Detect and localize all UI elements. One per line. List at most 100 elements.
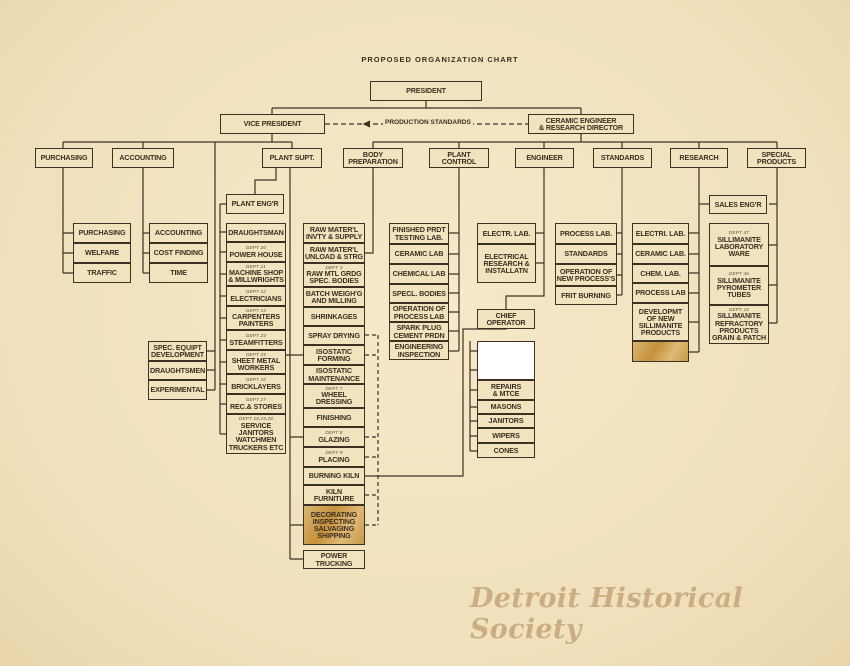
plant-engr-box: PLANT ENG'R: [226, 194, 284, 214]
dept-number: DEPT 9: [325, 450, 343, 456]
box-label: PLANT CONTROL: [441, 149, 477, 166]
box-label: SPRAY DRYING: [308, 330, 360, 340]
body-unit-box: POWER TRUCKING: [303, 550, 365, 569]
dept-number: DEPT 25: [245, 351, 267, 357]
box-label: SPARK PLUG CEMENT PRDN: [393, 323, 445, 340]
stained-box: [632, 341, 689, 362]
control-unit-box: SPARK PLUG CEMENT PRDN: [389, 322, 449, 341]
purchasing-unit-box: TRAFFIC: [73, 263, 131, 283]
operator-unit-box: REPAIRS & MTCE: [477, 380, 535, 400]
spec-unit-box: SPEC. EQUIPT DEVELOPMENT: [148, 341, 207, 361]
box-label: GLAZING: [318, 434, 350, 444]
plant-unit-box: DRAUGHTSMAN: [226, 223, 286, 242]
chart-title: PROPOSED ORGANIZATION CHART: [361, 55, 519, 64]
standards-unit-box: PROCESS LAB.: [555, 223, 617, 244]
dept-number: DEPT 3: [325, 264, 343, 270]
box-label: SPECIAL PRODUCTS: [756, 149, 797, 166]
purchasing-unit-box: PURCHASING: [73, 223, 131, 243]
body-unit-box: FINISHING: [303, 408, 365, 427]
box-label: WHEEL DRESSING: [315, 390, 353, 407]
dept-box-plant-supt: PLANT SUPT.: [262, 148, 322, 168]
spec-unit-box: EXPERIMENTAL: [148, 380, 207, 400]
box-label: SILLIMANITE REFRACTORY PRODUCTS GRAIN & …: [711, 311, 767, 342]
box-label: VICE PRESIDENT: [243, 119, 302, 129]
box-label: RAW MTL GRDG SPEC. BODIES: [306, 269, 362, 286]
box-label: CONES: [493, 445, 519, 455]
engineer-unit-box: ELECTRICAL RESEARCH & INSTALLATN: [477, 244, 536, 283]
box-label: ELECTRICIANS: [230, 293, 282, 303]
box-label: ENGINEER: [526, 153, 563, 163]
watermark: Detroit Historical Society: [470, 583, 743, 645]
ceramic-engineer-box: CERAMIC ENGINEER & RESEARCH DIRECTOR: [528, 114, 634, 134]
box-label: ACCOUNTING: [154, 228, 203, 238]
body-unit-box: KILN FURNITURE: [303, 485, 365, 505]
box-label: PURCHASING: [78, 228, 126, 238]
box-label: REPAIRS & MTCE: [490, 381, 522, 398]
control-unit-box: CERAMIC LAB: [389, 244, 449, 264]
box-label: WIPERS: [492, 430, 520, 440]
standards-unit-box: STANDARDS: [555, 244, 617, 264]
box-label: ELECTRI. LAB.: [635, 228, 686, 238]
dept-box-special-products: SPECIAL PRODUCTS: [747, 148, 806, 168]
research-unit-box: CHEM. LAB.: [632, 264, 689, 283]
box-label: ACCOUNTING: [119, 153, 167, 163]
research-unit-box: ELECTRI. LAB.: [632, 223, 689, 244]
box-label: BURNING KILN: [308, 471, 360, 481]
body-unit-box: ISOSTATIC FORMING: [303, 345, 365, 365]
control-unit-box: ENGINEERING INSPECTION: [389, 341, 449, 360]
dept-box-body-preparation: BODY PREPARATION: [343, 148, 403, 168]
dept-box-research: RESEARCH: [670, 148, 728, 168]
control-unit-box: SPECL. BODIES: [389, 284, 449, 303]
dept-number: DEPT 46: [728, 271, 750, 277]
accounting-unit-box: TIME: [149, 263, 208, 283]
box-label: DECORATING INSPECTING SALVAGING SHIPPING: [310, 509, 358, 541]
control-unit-box: CHEMICAL LAB: [389, 264, 449, 284]
box-label: ELECTR. LAB.: [482, 228, 531, 238]
box-label: PURCHASING: [40, 153, 88, 163]
purchasing-unit-box: WELFARE: [73, 243, 131, 263]
box-label: ELECTRICAL RESEARCH & INSTALLATN: [483, 251, 530, 276]
box-label: CERAMIC ENGINEER & RESEARCH DIRECTOR: [538, 115, 624, 132]
box-label: KILN FURNITURE: [313, 486, 355, 503]
dept-number: DEPT 8: [325, 430, 343, 436]
operator-unit-box: MASONS: [477, 400, 535, 414]
box-label: RAW MATER'L UNLOAD & STRG: [305, 244, 363, 261]
box-label: BRICKLAYERS: [231, 381, 281, 391]
dept-number: DEPT 21: [245, 263, 267, 269]
box-label: SPECL. BODIES: [392, 288, 446, 298]
engineer-unit-box: ELECTR. LAB.: [477, 223, 536, 244]
spec-unit-box: DRAUGHTSMEN: [148, 361, 207, 380]
box-label: RESEARCH: [679, 153, 719, 163]
dept-number: DEPT 26: [245, 377, 267, 383]
box-label: EXPERIMENTAL: [150, 385, 205, 395]
box-label: REC.& STORES: [230, 401, 282, 411]
box-label: JANITORS: [488, 416, 524, 426]
box-label: CARPENTERS PAINTERS: [231, 312, 281, 329]
box-label: PROCESS LAB.: [559, 228, 613, 238]
box-label: TRAFFIC: [87, 268, 117, 278]
production-standards-label: PRODUCTION STANDARDS: [383, 119, 473, 126]
box-label: BATCH WEIGH'G AND MILLING: [305, 288, 363, 305]
body-unit-box: DECORATING INSPECTING SALVAGING SHIPPING: [303, 505, 365, 545]
box-label: ISOSTATIC FORMING: [316, 346, 352, 363]
vice-president-box: VICE PRESIDENT: [220, 114, 325, 134]
box-label: RAW MATER'L INVTY & SUPPLY: [305, 224, 363, 241]
body-unit-box: BATCH WEIGH'G AND MILLING: [303, 287, 365, 307]
control-unit-box: FINISHED PRDT TESTING LAB.: [389, 223, 449, 244]
dept-number: DEPT 20: [245, 245, 267, 251]
box-label: CHEMICAL LAB: [392, 269, 446, 279]
box-label: COST FINDING: [153, 248, 204, 258]
box-label: POWER TRUCKING: [315, 551, 353, 568]
box-label: MASONS: [490, 402, 522, 412]
box-label: SILLIMANITE PYROMETER TUBES: [716, 275, 762, 300]
dept-number: DEPT 27: [245, 397, 267, 403]
